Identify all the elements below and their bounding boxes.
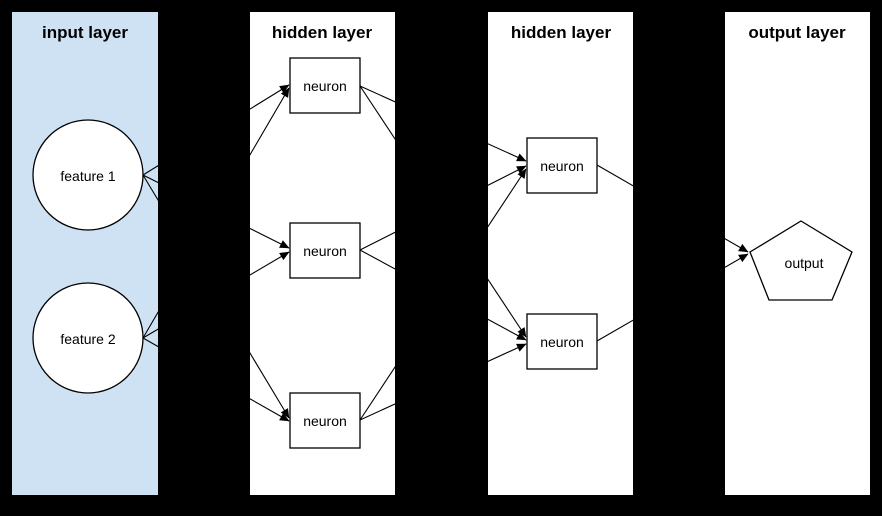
panel-title-input-layer: input layer <box>42 23 128 42</box>
titles-layer: input layer hidden layer hidden layer outpu… <box>42 23 846 42</box>
node-label-output: output <box>785 255 824 271</box>
node-neuron-1-box <box>289 57 361 114</box>
panel-title-hidden-layer-2: hidden layer <box>511 23 612 42</box>
node-label-neuron-1: neuron <box>303 78 347 94</box>
panel-input-layer <box>12 12 158 495</box>
node-label-neuron-4: neuron <box>540 158 584 174</box>
nodes-layer: feature 1 feature 2 neuron neuron neuron neur… <box>32 57 853 449</box>
node-output-pentagon <box>749 220 853 301</box>
panel-hidden-layer-2 <box>488 12 633 495</box>
node-feature-1-circle <box>32 119 144 231</box>
node-label-feature-2: feature 2 <box>60 331 115 347</box>
panel-title-output-layer: output layer <box>748 23 846 42</box>
panel-title-hidden-layer-1: hidden layer <box>272 23 373 42</box>
node-neuron-2-box <box>289 222 361 279</box>
node-feature-2-circle <box>32 282 144 394</box>
node-label-feature-1: feature 1 <box>60 168 115 184</box>
node-neuron-3-box <box>289 392 361 449</box>
node-neuron-4-box <box>526 137 598 194</box>
node-label-neuron-3: neuron <box>303 413 347 429</box>
node-label-neuron-5: neuron <box>540 334 584 350</box>
node-neuron-5-box <box>526 313 598 370</box>
node-label-neuron-2: neuron <box>303 243 347 259</box>
